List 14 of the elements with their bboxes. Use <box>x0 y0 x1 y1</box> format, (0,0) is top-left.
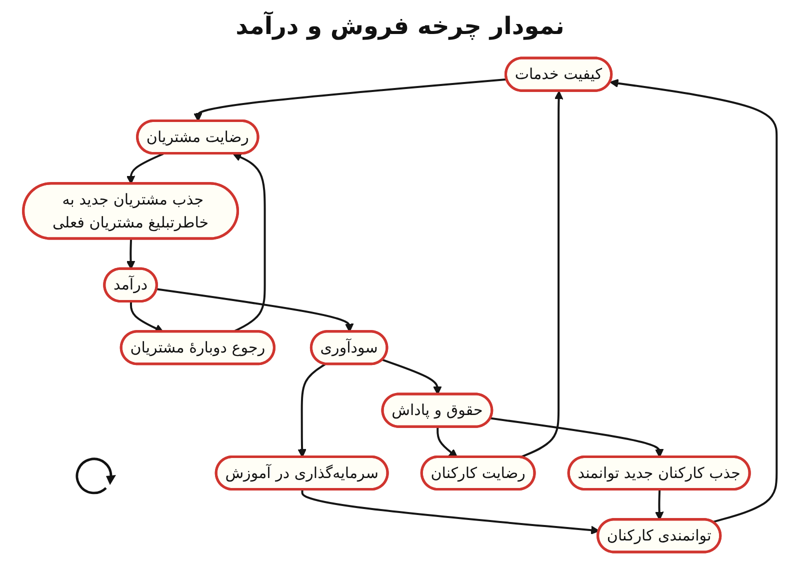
arrow <box>194 78 507 122</box>
arrow <box>156 288 354 332</box>
arrow <box>382 358 442 395</box>
arrow <box>490 417 664 458</box>
arrow <box>301 490 600 535</box>
arrow <box>298 363 326 458</box>
arrow <box>436 427 458 458</box>
arrow <box>130 302 164 332</box>
arrow <box>126 152 164 184</box>
arrow <box>610 78 778 523</box>
arrow <box>520 90 564 458</box>
arrow <box>654 490 664 520</box>
arrow <box>126 239 136 270</box>
diagram-title: نمودار چرخه فروش و درآمد <box>236 10 564 42</box>
